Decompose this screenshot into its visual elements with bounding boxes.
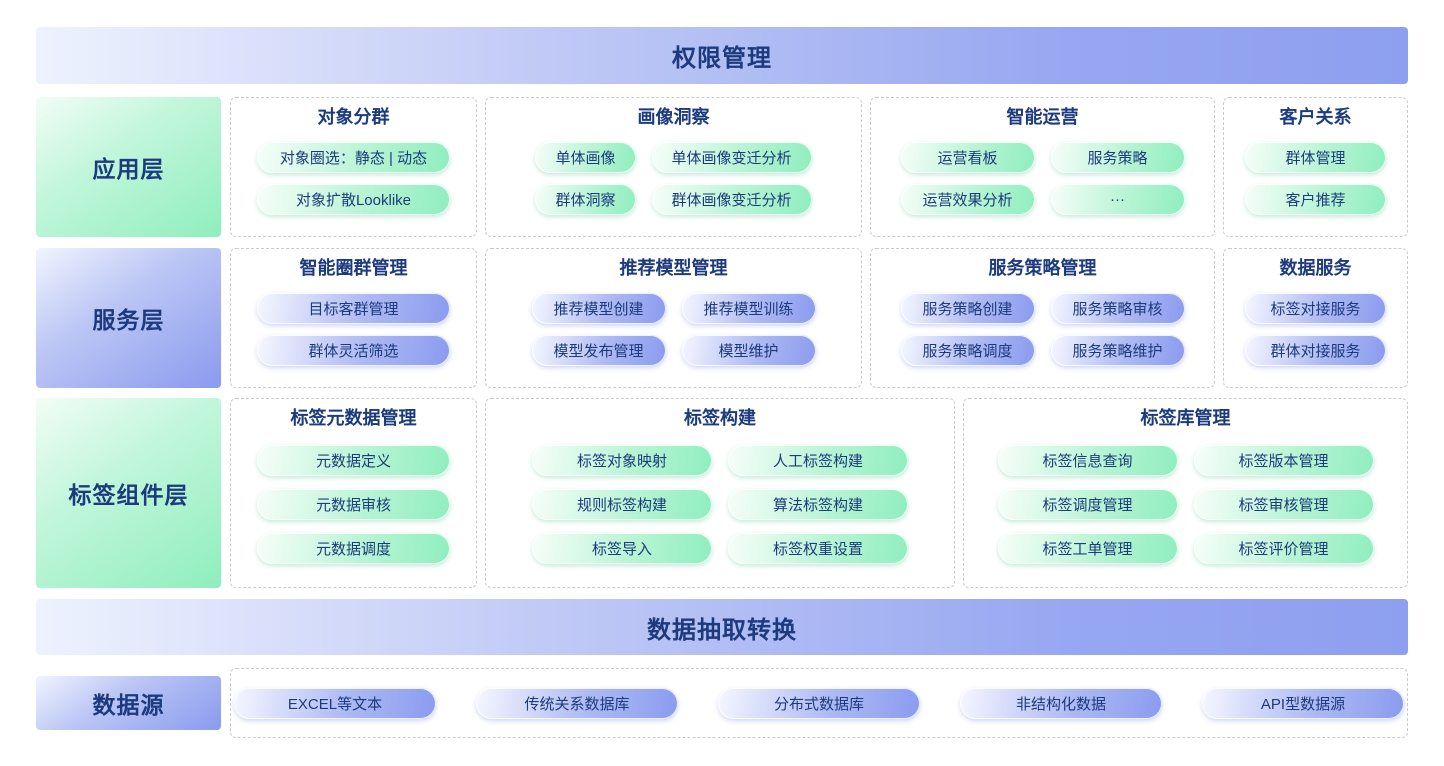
capability-pill: 群体对接服务 <box>1245 334 1386 366</box>
capability-pill: 群体管理 <box>1245 141 1386 173</box>
section-customer-relations: 客户关系 群体管理 客户推荐 <box>1223 97 1408 237</box>
section-profile-insight: 画像洞察 单体画像 单体画像变迁分析 群体洞察 群体画像变迁分析 <box>485 97 862 237</box>
layer-label-data-source: 数据源 <box>36 676 221 730</box>
capability-pill: 推荐模型创建 <box>531 292 666 324</box>
capability-pill: 元数据审核 <box>257 488 450 520</box>
capability-pill: 运营效果分析 <box>900 183 1035 215</box>
section-title: 对象分群 <box>317 107 390 127</box>
capability-pill: 群体画像变迁分析 <box>651 183 812 215</box>
capability-pill: 标签对接服务 <box>1245 292 1386 324</box>
data-source-pill: API型数据源 <box>1202 687 1404 719</box>
tag-component-layer-sections: 标签元数据管理 元数据定义 元数据审核 元数据调度 标签构建 标签对象映射 人工… <box>230 398 1408 588</box>
capability-pill: 模型发布管理 <box>531 334 666 366</box>
layer-label-service: 服务层 <box>36 248 221 388</box>
section-title: 推荐模型管理 <box>619 258 728 278</box>
section-title: 标签构建 <box>684 408 756 428</box>
capability-pill: 服务策略调度 <box>900 334 1035 366</box>
capability-pill: 标签权重设置 <box>728 532 908 564</box>
application-layer-row: 应用层 对象分群 对象圈选：静态 | 动态 对象扩散Looklike 画像洞察 … <box>36 97 1408 237</box>
capability-pill: 对象圈选：静态 | 动态 <box>257 141 450 173</box>
capability-pill: 标签对象映射 <box>532 444 712 476</box>
capability-pill: 服务策略审核 <box>1050 292 1185 324</box>
capability-pill: 服务策略创建 <box>900 292 1035 324</box>
capability-pill: 标签审核管理 <box>1193 488 1374 520</box>
capability-pill: 单体画像变迁分析 <box>651 141 812 173</box>
section-title: 标签元数据管理 <box>290 408 417 428</box>
section-tag-metadata-management: 标签元数据管理 元数据定义 元数据审核 元数据调度 <box>230 398 477 588</box>
capability-pill: 规则标签构建 <box>532 488 712 520</box>
data-source-pill: 传统关系数据库 <box>476 687 678 719</box>
section-title: 智能圈群管理 <box>299 258 408 278</box>
capability-pill: 人工标签构建 <box>728 444 908 476</box>
section-title: 画像洞察 <box>637 107 710 127</box>
capability-pill: ··· <box>1050 183 1185 215</box>
section-intelligent-operations: 智能运营 运营看板 服务策略 运营效果分析 ··· <box>870 97 1215 237</box>
capability-pill: 单体画像 <box>535 141 636 173</box>
capability-pill: 推荐模型训练 <box>681 292 816 324</box>
section-tag-construction: 标签构建 标签对象映射 人工标签构建 规则标签构建 算法标签构建 标签导入 标签… <box>485 398 955 588</box>
section-smart-group-management: 智能圈群管理 目标客群管理 群体灵活筛选 <box>230 248 477 388</box>
section-title: 数据服务 <box>1279 258 1352 278</box>
capability-pill: 群体洞察 <box>535 183 636 215</box>
data-source-row: 数据源 EXCEL等文本 传统关系数据库 分布式数据库 非结构化数据 API型数… <box>36 668 1408 738</box>
section-title: 智能运营 <box>1006 107 1079 127</box>
capability-pill: 客户推荐 <box>1245 183 1386 215</box>
section-title: 服务策略管理 <box>988 258 1097 278</box>
permission-banner: 权限管理 <box>36 27 1408 84</box>
capability-pill: 对象扩散Looklike <box>257 183 450 215</box>
capability-pill: 目标客群管理 <box>257 292 450 324</box>
service-layer-row: 服务层 智能圈群管理 目标客群管理 群体灵活筛选 推荐模型管理 推荐模型创建 推… <box>36 248 1408 388</box>
capability-pill: 服务策略 <box>1050 141 1185 173</box>
section-data-service: 数据服务 标签对接服务 群体对接服务 <box>1223 248 1408 388</box>
permission-banner-label: 权限管理 <box>672 45 772 72</box>
layer-label-tag-component: 标签组件层 <box>36 398 221 588</box>
layer-label-application: 应用层 <box>36 97 221 237</box>
data-source-pill: 分布式数据库 <box>718 687 920 719</box>
section-title: 标签库管理 <box>1140 408 1231 428</box>
capability-pill: 标签导入 <box>532 532 712 564</box>
section-recommendation-model-management: 推荐模型管理 推荐模型创建 推荐模型训练 模型发布管理 模型维护 <box>485 248 862 388</box>
capability-pill: 模型维护 <box>681 334 816 366</box>
data-source-pill: 非结构化数据 <box>960 687 1162 719</box>
capability-pill: 元数据调度 <box>257 532 450 564</box>
section-tag-library-management: 标签库管理 标签信息查询 标签版本管理 标签调度管理 标签审核管理 标签工单管理… <box>963 398 1408 588</box>
data-source-pill: EXCEL等文本 <box>234 687 436 719</box>
etl-banner: 数据抽取转换 <box>36 599 1408 655</box>
capability-pill: 标签调度管理 <box>997 488 1178 520</box>
section-object-grouping: 对象分群 对象圈选：静态 | 动态 对象扩散Looklike <box>230 97 477 237</box>
section-data-sources: EXCEL等文本 传统关系数据库 分布式数据库 非结构化数据 API型数据源 <box>230 668 1408 738</box>
section-title: 客户关系 <box>1279 107 1352 127</box>
capability-pill: 标签工单管理 <box>997 532 1178 564</box>
tag-component-layer-row: 标签组件层 标签元数据管理 元数据定义 元数据审核 元数据调度 标签构建 标签对… <box>36 398 1408 588</box>
capability-pill: 算法标签构建 <box>728 488 908 520</box>
capability-pill: 服务策略维护 <box>1050 334 1185 366</box>
service-layer-sections: 智能圈群管理 目标客群管理 群体灵活筛选 推荐模型管理 推荐模型创建 推荐模型训… <box>230 248 1408 388</box>
section-service-strategy-management: 服务策略管理 服务策略创建 服务策略审核 服务策略调度 服务策略维护 <box>870 248 1215 388</box>
application-layer-sections: 对象分群 对象圈选：静态 | 动态 对象扩散Looklike 画像洞察 单体画像… <box>230 97 1408 237</box>
capability-pill: 标签版本管理 <box>1193 444 1374 476</box>
capability-pill: 群体灵活筛选 <box>257 334 450 366</box>
capability-pill: 标签信息查询 <box>997 444 1178 476</box>
etl-banner-label: 数据抽取转换 <box>647 616 797 644</box>
capability-pill: 元数据定义 <box>257 444 450 476</box>
capability-pill: 标签评价管理 <box>1193 532 1374 564</box>
capability-pill: 运营看板 <box>900 141 1035 173</box>
